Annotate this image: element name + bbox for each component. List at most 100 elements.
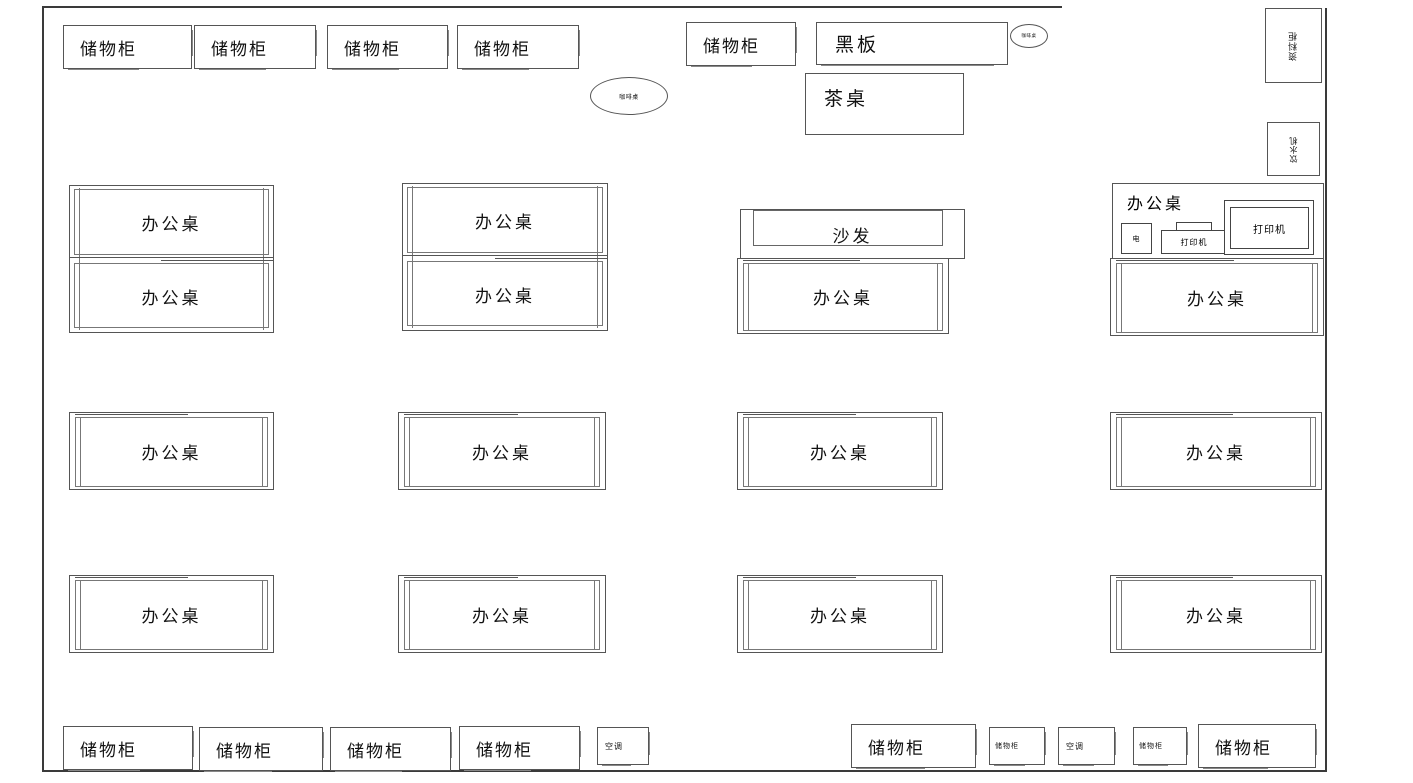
printer-desk-label: 办公桌	[1187, 290, 1247, 310]
tea-table: 茶桌	[805, 73, 964, 135]
cabinet-shadow-tick	[462, 69, 530, 70]
desk-r3-c1-rail-left	[80, 580, 81, 650]
printer-large-label: 打印机	[1253, 224, 1286, 236]
cabinet-shadow-tick-right	[193, 731, 194, 758]
small-item-box: 电	[1121, 223, 1152, 254]
desk-r3-c1-rail-right	[262, 580, 263, 650]
blackboard-shadow-tick	[821, 65, 994, 66]
desk-r2-c4-surface	[1116, 417, 1316, 487]
desk-r2-c2-rail-left	[409, 417, 410, 487]
desk-r2-c1-surface	[75, 417, 268, 487]
sofa-desk-rail-left	[748, 263, 749, 331]
desk-r3-c3-outline	[737, 575, 943, 653]
locker-label: 储物柜	[995, 742, 1019, 750]
desk-unit-2-outline	[402, 183, 608, 331]
desk-unit-2-divider	[402, 255, 608, 256]
printer-desk-outline	[1110, 258, 1324, 336]
desk-unit-1-outline	[69, 185, 274, 333]
locker-label: 储物柜	[703, 36, 760, 57]
desk-r2-c4-label: 办公桌	[1186, 444, 1246, 464]
desk-r3-c3-surface	[743, 580, 937, 650]
desk-unit-2-label-lower: 办公桌	[475, 287, 535, 307]
locker-top-1: 储物柜	[63, 25, 193, 70]
sofa: 沙发	[740, 209, 965, 259]
desk-r3-c2: 办公桌	[398, 575, 606, 653]
desk-r2-c1-top-edge	[75, 414, 188, 415]
sofa-desk-surface	[743, 263, 943, 331]
sofa-label: 沙发	[832, 227, 873, 247]
blackboard-label: 黑板	[835, 34, 880, 56]
locker-label: 空调	[605, 741, 623, 751]
cabinet-shadow-tick-right	[451, 732, 452, 759]
cabinet-shadow-tick-right	[316, 30, 317, 57]
desk-r3-c1-surface	[75, 580, 268, 650]
cabinet-shadow-tick-right	[580, 731, 581, 758]
printer-desk-top-edge	[1116, 260, 1234, 261]
desk-r2-c4-top-edge	[1116, 414, 1233, 415]
desk-unit-1-label-upper: 办公桌	[141, 215, 202, 235]
locker-b8: 储物柜	[1198, 724, 1317, 769]
desk-r2-c3-label: 办公桌	[810, 444, 870, 464]
cabinet-shadow-tick-right	[796, 27, 797, 54]
sofa-seat	[753, 210, 943, 246]
cabinet-shadow-tick	[68, 69, 139, 70]
desk-r3-c4-top-edge	[1116, 577, 1233, 578]
desk-r3-c3-label: 办公桌	[810, 607, 870, 627]
desk-r2-c3: 办公桌	[737, 412, 943, 490]
desk-unit-2-label-upper: 办公桌	[475, 213, 535, 233]
printer-large: 打印机	[1230, 207, 1309, 249]
desk-r3-c2-top-edge	[404, 577, 519, 578]
locker-top-2: 储物柜	[194, 25, 317, 70]
cabinet-shadow-tick	[1063, 765, 1095, 766]
cabinet-shadow-tick	[335, 771, 402, 772]
desk-r2-c1: 办公桌	[69, 412, 274, 490]
sofa-desk-label: 办公桌	[813, 289, 873, 309]
printer-desk-rail-left	[1121, 263, 1122, 333]
cabinet-shadow-tick-right	[448, 30, 449, 57]
desk-r2-c4-outline	[1110, 412, 1322, 490]
cabinet-shadow-tick	[68, 770, 140, 771]
cabinet-shadow-tick-right	[1045, 732, 1046, 755]
locker-label: 储物柜	[1215, 738, 1272, 759]
cabinet-shadow-tick-right	[579, 30, 580, 57]
desk-r2-c2-surface	[404, 417, 600, 487]
cabinet-shadow-tick-right	[323, 732, 324, 759]
sofa-desk-top-edge	[743, 260, 860, 261]
desk-r3-c3-rail-left	[748, 580, 749, 650]
desk-r2-c2-outline	[398, 412, 606, 490]
sofa-desk-outline	[737, 258, 949, 334]
water-dispenser: 饮水机	[1267, 122, 1320, 176]
locker-label: 储物柜	[474, 39, 531, 60]
cabinet-shadow-tick	[1203, 768, 1268, 769]
printer-desk-surface	[1116, 263, 1318, 333]
desk-r2-c4-rail-right	[1310, 417, 1311, 487]
locker-label: 储物柜	[80, 39, 137, 60]
coffee-table-label: 咖啡桌	[619, 93, 639, 101]
locker-label: 储物柜	[347, 741, 404, 762]
desk-r2-c1-outline	[69, 412, 274, 490]
printer-desk-rail-right	[1312, 263, 1313, 333]
locker-label: 储物柜	[211, 39, 268, 60]
locker-b6: 储物柜	[989, 727, 1046, 766]
sofa-desk: 办公桌	[737, 258, 949, 334]
desk-r3-c2-rail-right	[594, 580, 595, 650]
locker-label: 储物柜	[344, 39, 401, 60]
desk-r3-c1-outline	[69, 575, 274, 653]
desk-r2-c3-outline	[737, 412, 943, 490]
printer-workstation-label: 办公桌	[1127, 194, 1185, 213]
cabinet-shadow-tick	[1138, 765, 1168, 766]
desk-r2-c3-rail-right	[931, 417, 932, 487]
aircon-b2: 空调	[1058, 727, 1116, 766]
wall-right	[1325, 8, 1327, 772]
locker-b5: 储物柜	[851, 724, 977, 769]
locker-label: 储物柜	[1139, 742, 1163, 750]
cabinet-shadow-tick	[856, 768, 925, 769]
printer-small-label: 打印机	[1180, 237, 1208, 247]
wall-bottom	[42, 770, 1326, 772]
round-side-table-label: 咖啡桌	[1021, 34, 1037, 39]
cabinet-shadow-tick	[691, 66, 752, 67]
desk-r2-c4-rail-left	[1121, 417, 1122, 487]
desk-r2-c2-label: 办公桌	[472, 444, 532, 464]
cabinet-shadow-tick-right	[1316, 729, 1317, 756]
round-side-table: 咖啡桌	[1010, 24, 1048, 48]
